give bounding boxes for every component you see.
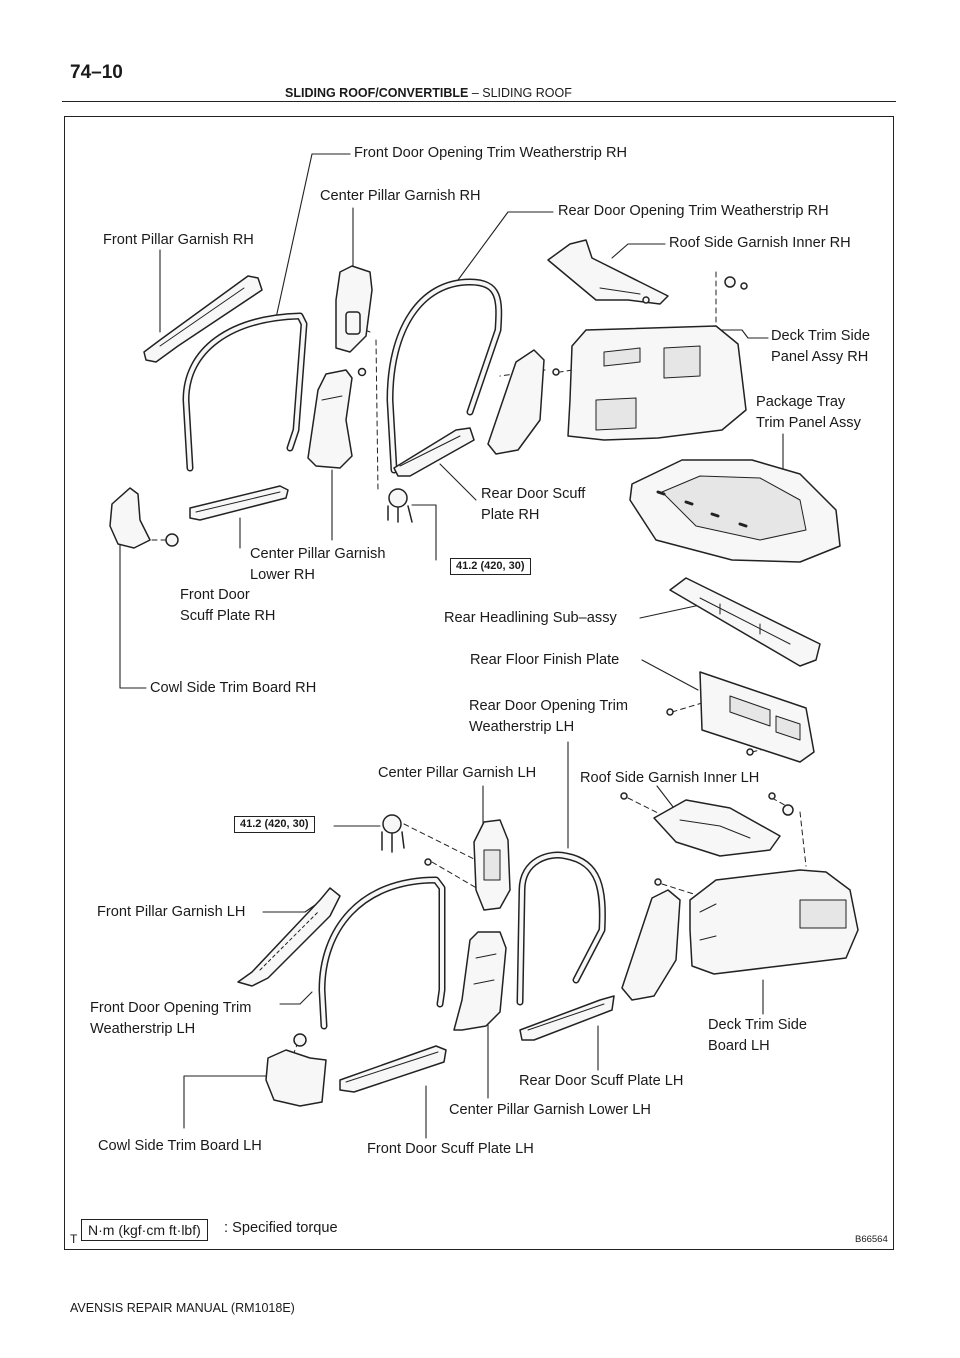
front-door-scuff-plate-lh	[339, 1045, 447, 1093]
figure-letter: T	[70, 1232, 78, 1246]
torque-value-lh: 41.2 (420, 30)	[234, 816, 315, 833]
torque-note: : Specified torque	[224, 1220, 338, 1236]
center-pillar-garnish-rh	[335, 265, 373, 353]
label-rear-door-scuff-plate-rh: Rear Door Scuff Plate RH	[481, 486, 586, 523]
leader-cowl-lh	[183, 1075, 269, 1129]
label-rear-headlining-sub-assy: Rear Headlining Sub–assy	[444, 610, 617, 626]
label-front-door-opening-ws-lh: Front Door Opening Trim Weatherstrip LH	[90, 1000, 252, 1037]
leader-rear-door-ws-rh	[457, 211, 554, 281]
front-door-opening-ws-lh	[318, 876, 446, 1030]
leader-torque-rh	[411, 504, 437, 561]
figure-frame	[64, 116, 894, 1250]
torque-bolt-rh	[387, 488, 413, 523]
front-door-scuff-plate-rh	[189, 485, 289, 521]
leader-roof-side-rh	[611, 243, 666, 259]
label-front-door-opening-ws-rh: Front Door Opening Trim Weatherstrip RH	[354, 145, 628, 161]
label-front-door-scuff-plate-rh: Front Door Scuff Plate RH	[180, 587, 276, 624]
front-door-opening-ws-rh	[182, 312, 308, 472]
label-deck-trim-side-panel-assy-rh: Deck Trim Side Panel Assy RH	[771, 328, 870, 365]
page-number: 74–10	[70, 62, 123, 83]
rear-door-scuff-plate-rh	[393, 427, 475, 477]
leader-rear-scuff-rh	[439, 463, 477, 501]
label-center-pillar-garnish-lower-rh: Center Pillar Garnish Lower RH	[250, 546, 386, 583]
label-center-pillar-garnish-rh: Center Pillar Garnish RH	[320, 188, 481, 204]
section-main: SLIDING ROOF/CONVERTIBLE	[285, 86, 469, 100]
cowl-side-trim-board-rh	[109, 487, 151, 549]
label-cowl-side-trim-board-lh: Cowl Side Trim Board LH	[98, 1138, 262, 1154]
label-package-tray-trim-panel-assy: Package Tray Trim Panel Assy	[756, 394, 861, 431]
label-front-pillar-garnish-rh: Front Pillar Garnish RH	[103, 232, 254, 248]
label-rear-door-opening-ws-rh: Rear Door Opening Trim Weatherstrip RH	[558, 203, 829, 219]
label-roof-side-garnish-inner-rh: Roof Side Garnish Inner RH	[669, 235, 851, 251]
torque-value-rh: 41.2 (420, 30)	[450, 558, 531, 575]
deck-trim-side-panel-assy-rh	[567, 325, 747, 441]
leader-front-door-ws-rh	[275, 153, 351, 319]
section-title: SLIDING ROOF/CONVERTIBLE – SLIDING ROOF	[285, 86, 572, 100]
front-pillar-garnish-rh	[143, 275, 263, 363]
center-pillar-garnish-lower-lh	[453, 931, 507, 1031]
torque-bolt-lh	[381, 814, 405, 853]
cowl-side-trim-board-lh	[265, 1049, 327, 1107]
leader-deck-trim-rh	[715, 329, 769, 339]
label-center-pillar-garnish-lower-lh: Center Pillar Garnish Lower LH	[449, 1102, 651, 1118]
label-rear-floor-finish-plate: Rear Floor Finish Plate	[470, 652, 620, 668]
label-roof-side-garnish-inner-lh: Roof Side Garnish Inner LH	[580, 770, 760, 786]
rear-door-scuff-plate-lh	[519, 995, 615, 1041]
label-center-pillar-garnish-lh: Center Pillar Garnish LH	[378, 765, 537, 781]
section-sub: SLIDING ROOF	[482, 86, 572, 100]
roof-side-garnish-inner-lh	[653, 799, 781, 857]
quarter-trim-pad-lh	[621, 889, 681, 1001]
center-pillar-garnish-lower-rh	[307, 369, 353, 469]
figure-id: B66564	[855, 1234, 888, 1245]
leader-headlining	[639, 604, 701, 619]
quarter-trim-pad-rh	[487, 349, 545, 455]
rear-headlining-sub-assy	[669, 577, 821, 667]
deck-trim-side-board-lh	[689, 869, 859, 975]
leader-front-door-ws-lh	[279, 991, 313, 1005]
torque-unit-box: N·m (kgf·cm ft·lbf)	[81, 1219, 208, 1241]
label-front-door-scuff-plate-lh: Front Door Scuff Plate LH	[367, 1141, 534, 1157]
footer-manual-title: AVENSIS REPAIR MANUAL (RM1018E)	[70, 1301, 295, 1315]
section-separator: –	[468, 86, 483, 100]
label-rear-door-opening-ws-lh: Rear Door Opening Trim Weatherstrip LH	[469, 698, 628, 735]
label-rear-door-scuff-plate-lh: Rear Door Scuff Plate LH	[519, 1073, 684, 1089]
label-front-pillar-garnish-lh: Front Pillar Garnish LH	[97, 904, 246, 920]
leader-cowl-rh	[119, 544, 147, 689]
label-cowl-side-trim-board-rh: Cowl Side Trim Board RH	[150, 680, 317, 696]
leader-floor-plate	[641, 659, 699, 691]
rear-door-opening-ws-lh	[516, 851, 606, 1006]
front-pillar-garnish-lh	[237, 887, 341, 987]
header-rule	[62, 101, 896, 102]
label-deck-trim-side-board-lh: Deck Trim Side Board LH	[708, 1017, 807, 1054]
roof-side-garnish-inner-rh	[547, 239, 669, 305]
alignment-lines	[151, 271, 807, 1059]
